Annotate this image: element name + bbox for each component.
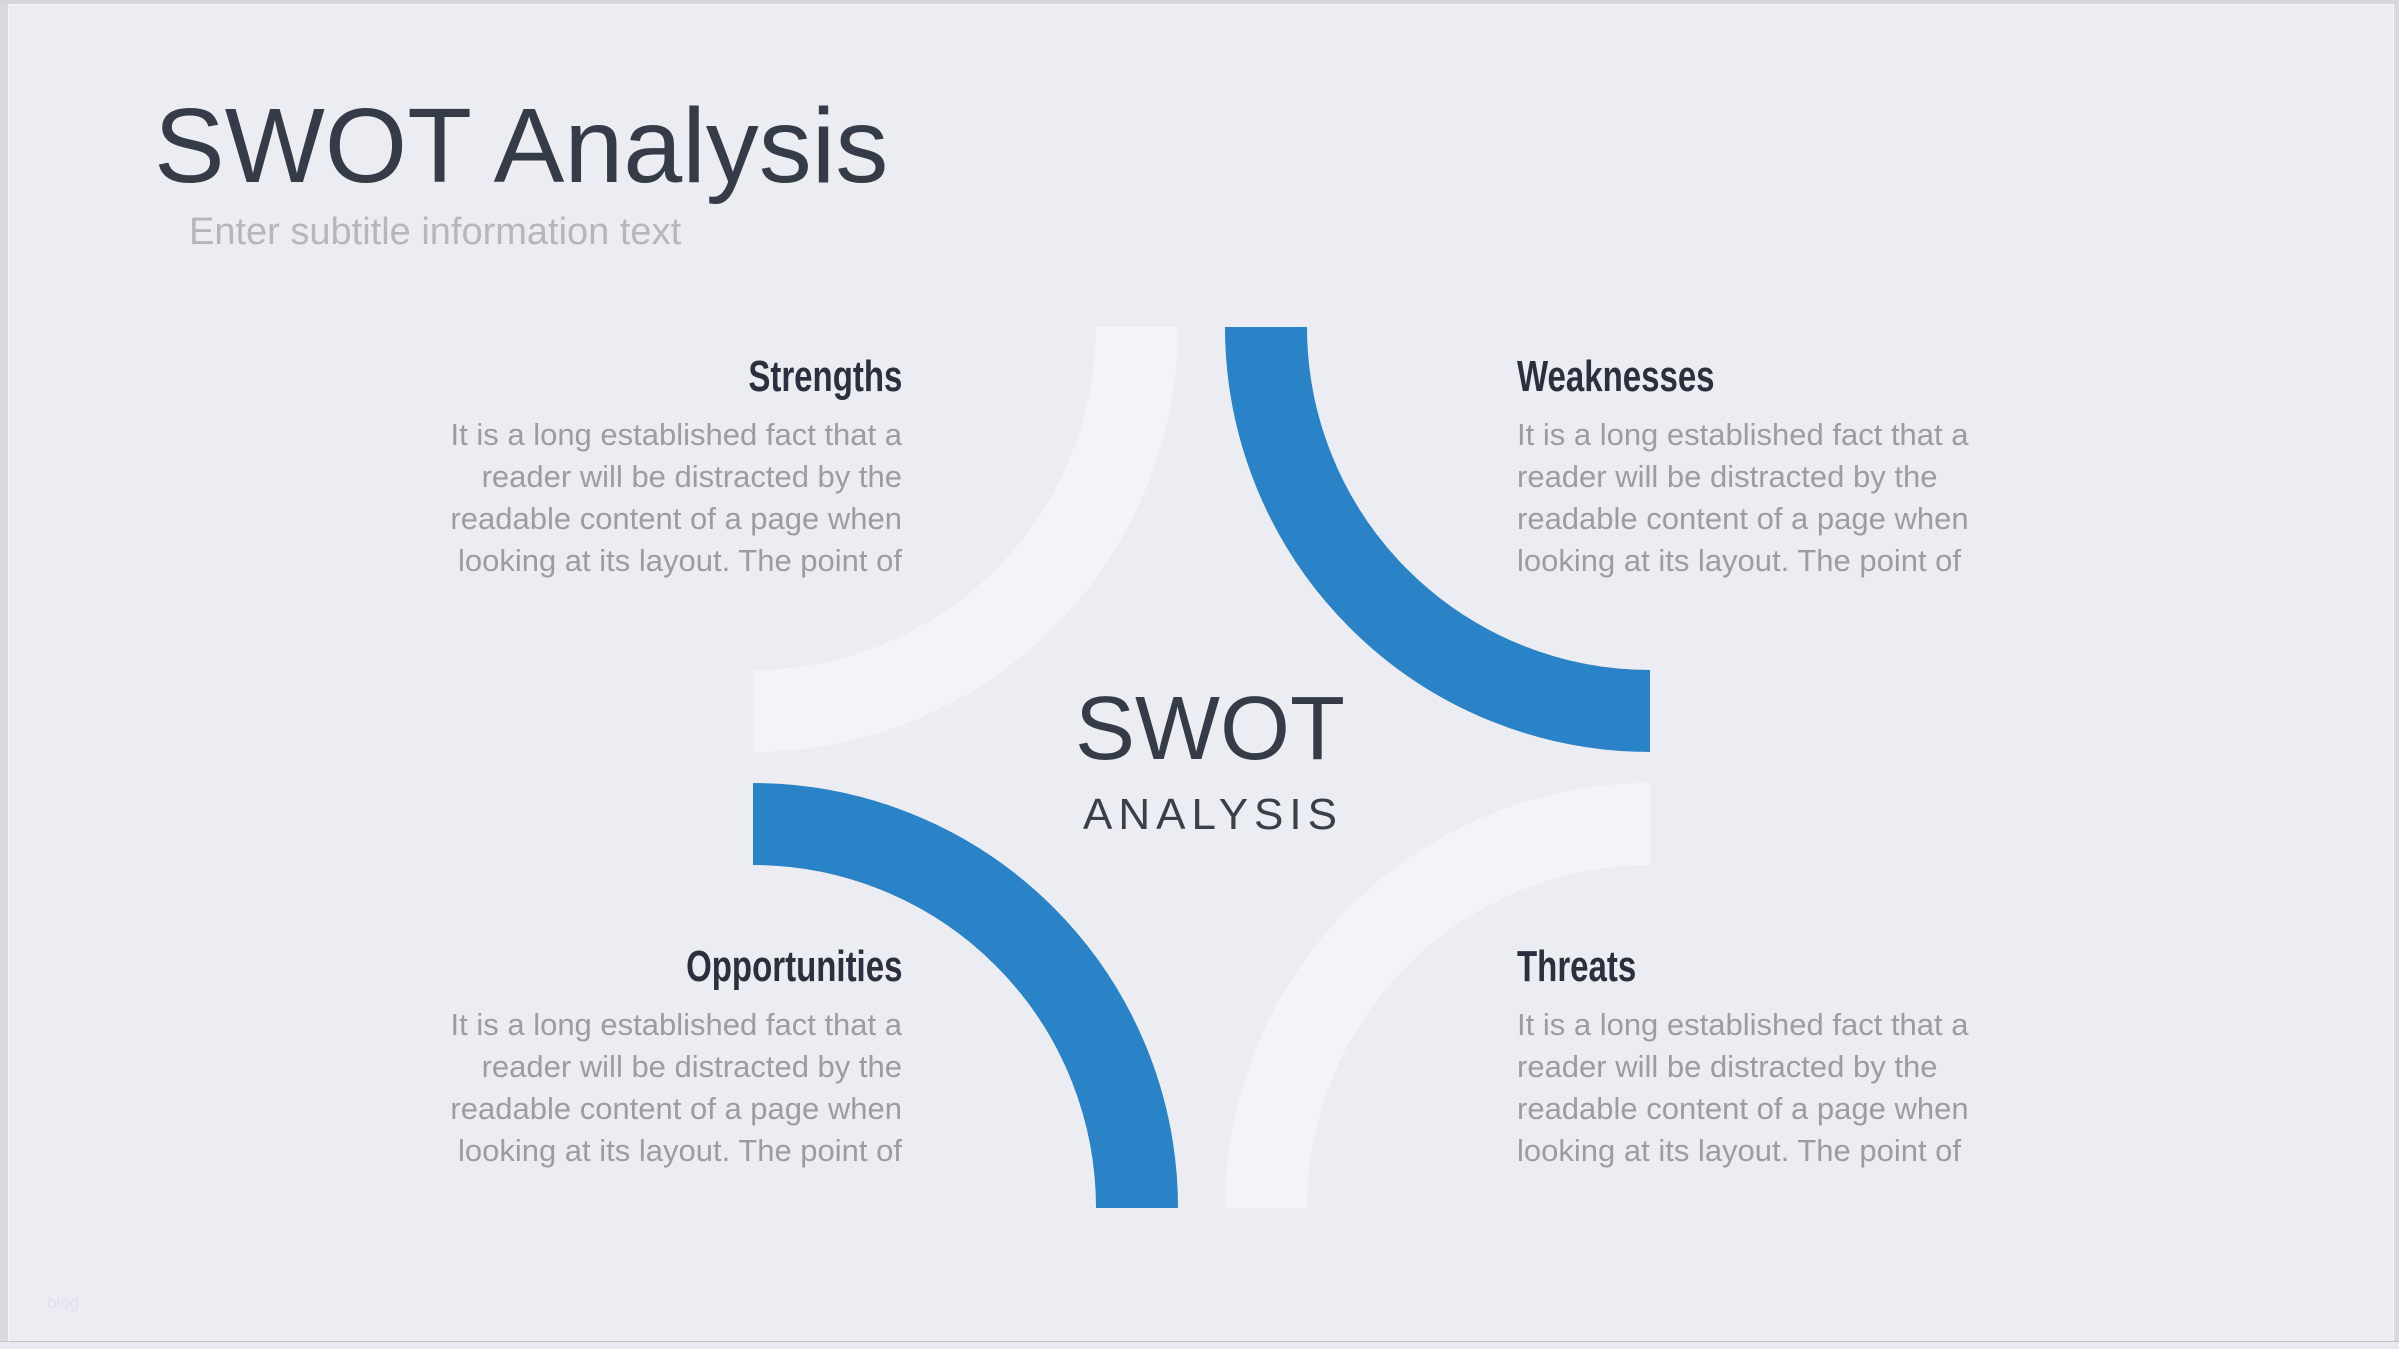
weaknesses-body: It is a long established fact that a rea…	[1517, 414, 2015, 582]
strengths-body-line: It is a long established fact that a	[450, 417, 903, 452]
opportunities-body-line: reader will be distracted by the	[481, 1049, 902, 1084]
strengths-body-line: readable content of a page when	[450, 501, 902, 536]
weaknesses-heading: Weaknesses	[1517, 355, 2015, 399]
strengths-body-line: reader will be distracted by the	[481, 459, 902, 494]
opportunities-heading-label: Opportunities	[685, 942, 902, 991]
window-top-edge	[0, 0, 2399, 5]
strengths-body-line: looking at its layout. The point of	[457, 543, 902, 578]
weaknesses-body-line: looking at its layout. The point of	[1517, 543, 1962, 578]
arc-top-left	[752, 326, 1178, 752]
arc-bottom-left	[752, 783, 1178, 1209]
weaknesses-heading-label: Weaknesses	[1517, 352, 1715, 401]
threats-heading: Threats	[1517, 945, 2015, 989]
arc-top-right	[1225, 326, 1651, 752]
strengths-body: It is a long established fact that a rea…	[404, 414, 902, 582]
threats-body: It is a long established fact that a rea…	[1517, 1004, 2015, 1172]
page-title: SWOT Analysis	[154, 87, 889, 205]
arc-bottom-right	[1225, 783, 1651, 1209]
page-subtitle: Enter subtitle information text	[189, 211, 682, 253]
threats-body-line: readable content of a page when	[1517, 1091, 1969, 1126]
threats-heading-label: Threats	[1517, 942, 1637, 991]
slide-canvas: SWOT Analysis Enter subtitle information…	[8, 4, 2394, 1342]
opportunities-body-line: looking at its layout. The point of	[457, 1133, 902, 1168]
center-swot-label: SWOT	[1075, 679, 1345, 779]
center-analysis-label: ANALYSIS	[1083, 790, 1343, 839]
threats-body-line: looking at its layout. The point of	[1517, 1133, 1962, 1168]
strengths-heading-label: Strengths	[747, 352, 902, 401]
opportunities-body-line: readable content of a page when	[450, 1091, 902, 1126]
opportunities-body-line: It is a long established fact that a	[450, 1007, 903, 1042]
swot-arc-diagram	[752, 326, 1651, 1209]
threats-body-line: reader will be distracted by the	[1517, 1049, 1938, 1084]
weaknesses-body-line: It is a long established fact that a	[1517, 417, 1969, 452]
window-bottom-edge	[0, 1341, 2399, 1349]
strengths-heading: Strengths	[404, 355, 902, 399]
threats-body-line: It is a long established fact that a	[1517, 1007, 1969, 1042]
weaknesses-body-line: reader will be distracted by the	[1517, 459, 1938, 494]
opportunities-body: It is a long established fact that a rea…	[404, 1004, 902, 1172]
watermark-text: blog	[47, 1293, 80, 1312]
weaknesses-body-line: readable content of a page when	[1517, 501, 1969, 536]
opportunities-heading: Opportunities	[404, 945, 902, 989]
